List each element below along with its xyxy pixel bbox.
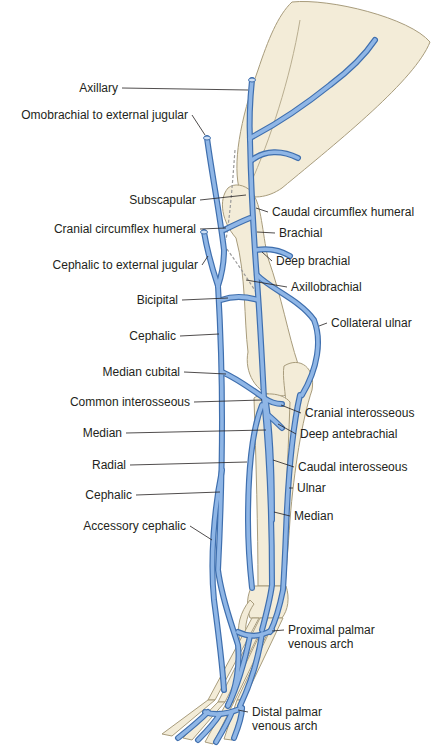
vein-label: Cranial circumflex humeral: [54, 222, 196, 236]
vein-label: Median: [83, 426, 122, 440]
vein-label: Median cubital: [103, 365, 180, 379]
vein-label: Bicipital: [137, 293, 178, 307]
vein-label: Ulnar: [297, 481, 326, 495]
vein-label: Subscapular: [129, 193, 196, 207]
vein-label: Axillobrachial: [291, 280, 362, 294]
vein-label: Cranial interosseous: [305, 406, 414, 420]
vein-label: Distal palmar venous arch: [252, 705, 352, 733]
vessel-ends: [201, 78, 256, 234]
bones: [162, 1, 430, 744]
vein-label: Median: [294, 509, 333, 523]
vein-label: Deep brachial: [276, 254, 350, 268]
vein-label: Deep antebrachial: [300, 427, 397, 441]
vein-label: Cephalic to external jugular: [53, 258, 198, 272]
vein-label: Accessory cephalic: [83, 519, 186, 533]
vein-label: Axillary: [79, 81, 118, 95]
vein-label: Brachial: [279, 226, 322, 240]
vein-label: Caudal interosseous: [298, 460, 407, 474]
vein-label: Omobrachial to external jugular: [21, 108, 188, 122]
vein-label: Collateral ulnar: [331, 316, 412, 330]
vein-label: Proximal palmar venous arch: [288, 623, 398, 651]
vein-label: Caudal circumflex humeral: [272, 205, 414, 219]
vein-label: Cephalic: [85, 488, 132, 502]
vein-label: Radial: [92, 458, 126, 472]
vein-label: Cephalic: [129, 329, 176, 343]
vein-label: Common interosseous: [70, 395, 190, 409]
